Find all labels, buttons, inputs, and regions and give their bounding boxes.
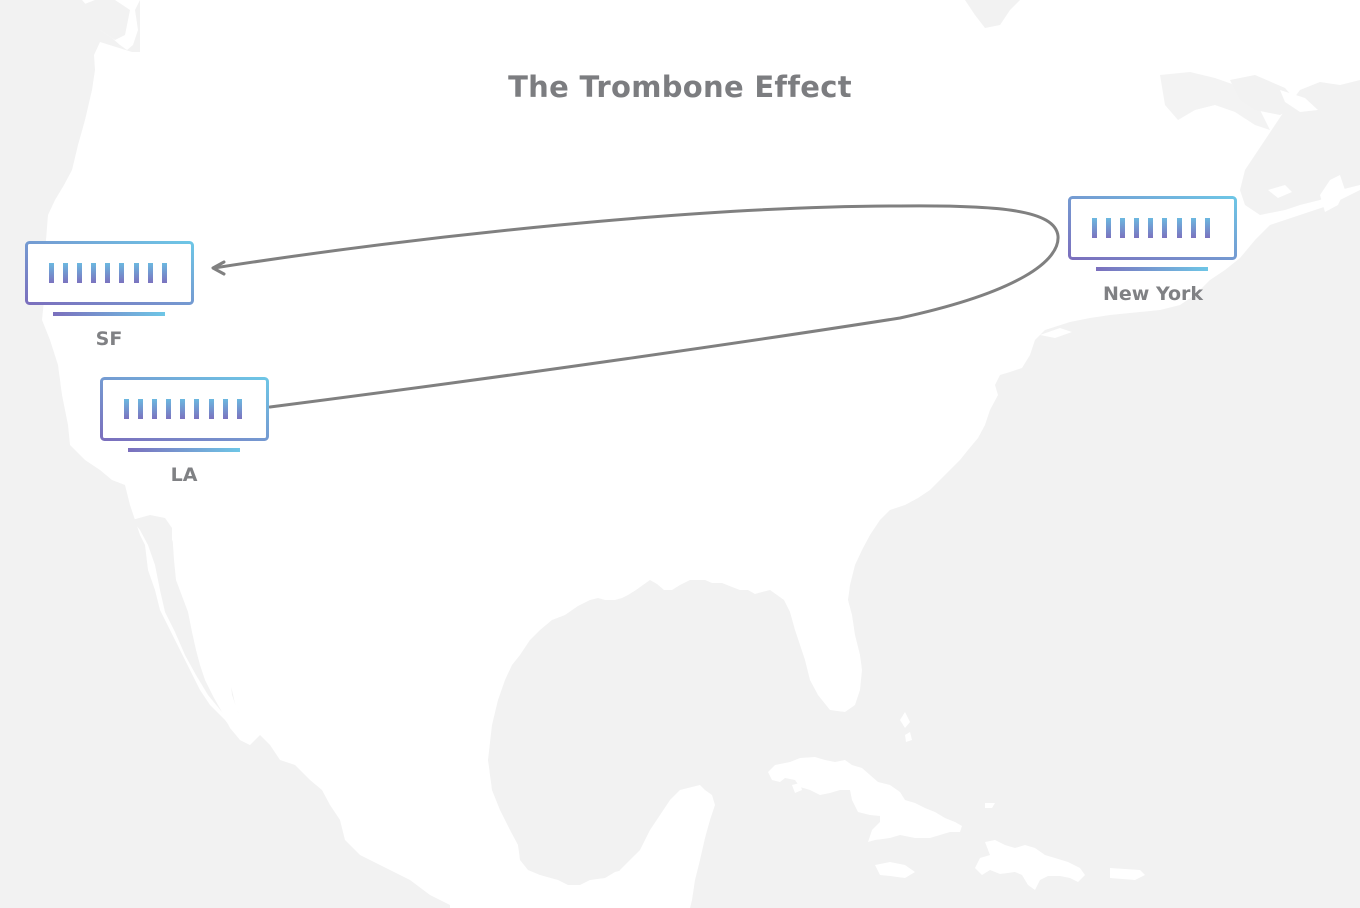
server-rack-icon <box>25 241 195 317</box>
jamaica <box>875 862 915 878</box>
map-title: The Trombone Effect <box>508 70 852 104</box>
bahamas-1 <box>900 712 910 728</box>
city-label-sf: SF <box>95 328 123 350</box>
server-sf <box>25 241 194 316</box>
puerto-rico <box>1110 868 1145 880</box>
newfoundland <box>1320 175 1345 212</box>
server-new-york <box>1068 196 1237 271</box>
isle-of-youth <box>792 783 802 793</box>
anticosti <box>1280 90 1318 112</box>
trombone-route-line <box>212 204 1060 409</box>
server-rack-icon <box>100 377 270 453</box>
city-label-la: LA <box>170 464 198 486</box>
vancouver-island <box>82 0 130 40</box>
yucatan <box>600 785 705 908</box>
land-areas <box>82 0 1345 908</box>
small-island <box>985 803 995 808</box>
bahamas-2 <box>905 732 912 742</box>
long-island <box>1040 328 1072 338</box>
pacific-ocean <box>0 0 450 908</box>
north-water <box>965 0 1020 28</box>
pei <box>1268 185 1292 198</box>
cuba <box>768 757 962 842</box>
atlantic-ocean-south <box>488 190 1360 908</box>
server-rack-icon <box>1068 196 1238 272</box>
arrowhead-icon <box>211 260 226 276</box>
north-east-water <box>1160 72 1270 130</box>
server-la <box>100 377 269 452</box>
gulf-of-california <box>172 530 255 745</box>
city-label-new-york: New York <box>1102 283 1204 305</box>
hispaniola <box>975 840 1085 890</box>
